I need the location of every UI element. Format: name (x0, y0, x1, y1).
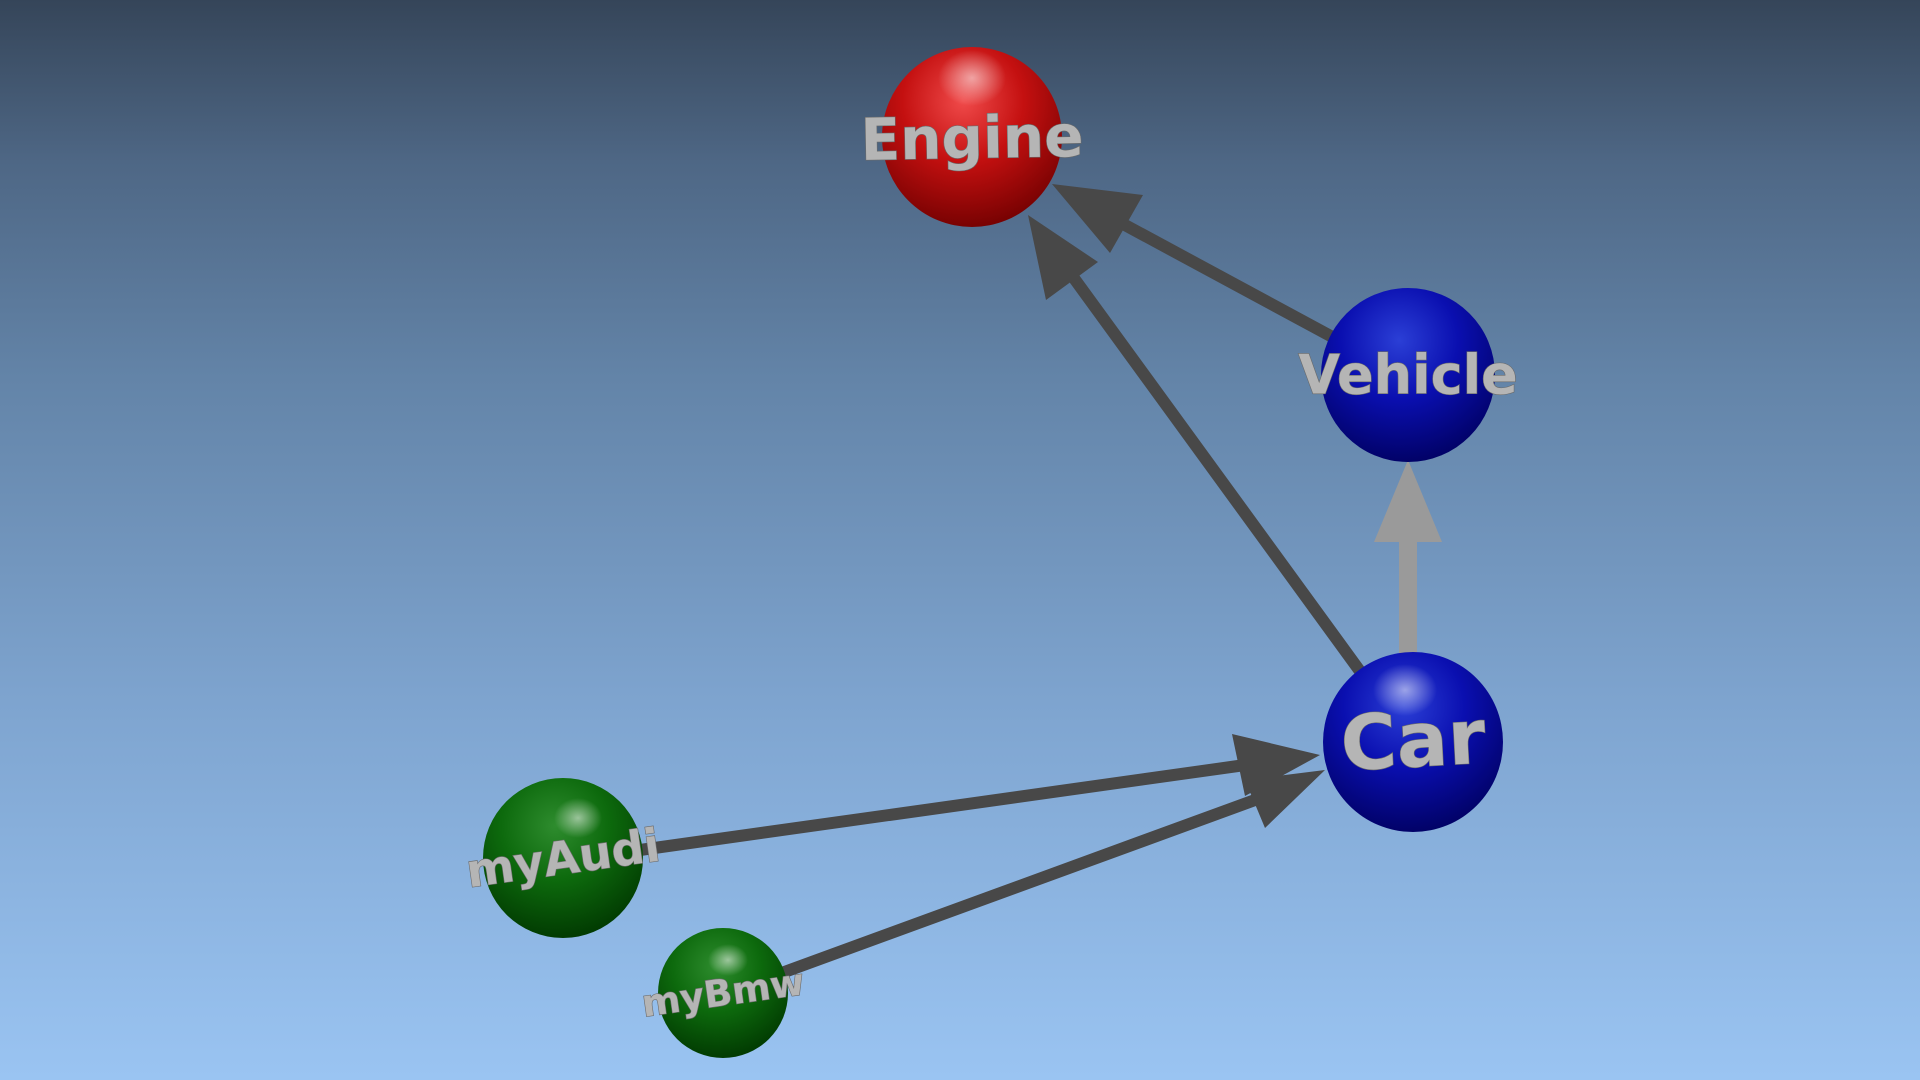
node-mybmw[interactable]: myBmw (638, 928, 808, 1058)
sphere-highlight (708, 944, 748, 976)
sphere-highlight (938, 50, 1006, 106)
edge-myaudi-to-car (634, 734, 1320, 856)
node-sphere (483, 778, 643, 938)
node-label: Engine (860, 102, 1084, 174)
node-sphere (1323, 652, 1503, 832)
arrowhead (1374, 460, 1442, 542)
sphere-highlight (1373, 664, 1437, 716)
node-sphere (882, 47, 1062, 227)
sphere-highlight (554, 798, 602, 838)
edge-mybmw-to-car (762, 770, 1325, 984)
arrowhead (1028, 215, 1098, 300)
node-sphere (1321, 288, 1495, 462)
node-engine[interactable]: Engine (859, 47, 1085, 227)
node-sphere (658, 928, 788, 1058)
node-label: Car (1338, 692, 1488, 788)
edge-car-to-engine (1028, 215, 1368, 680)
edge-shaft (1106, 212, 1344, 346)
arrowhead (1052, 184, 1143, 253)
edge-shaft (762, 794, 1261, 984)
arrowhead (1245, 770, 1325, 828)
edge-vehicle-to-engine (1052, 184, 1344, 346)
edge-shaft (1062, 264, 1368, 680)
edge-shaft (634, 759, 1251, 856)
node-car[interactable]: Car (1323, 652, 1503, 832)
node-myaudi[interactable]: myAudi (462, 778, 664, 938)
node-label: Vehicle (1298, 344, 1518, 407)
edge-car-to-vehicle (1374, 460, 1442, 655)
node-vehicle[interactable]: Vehicle (1298, 288, 1518, 462)
